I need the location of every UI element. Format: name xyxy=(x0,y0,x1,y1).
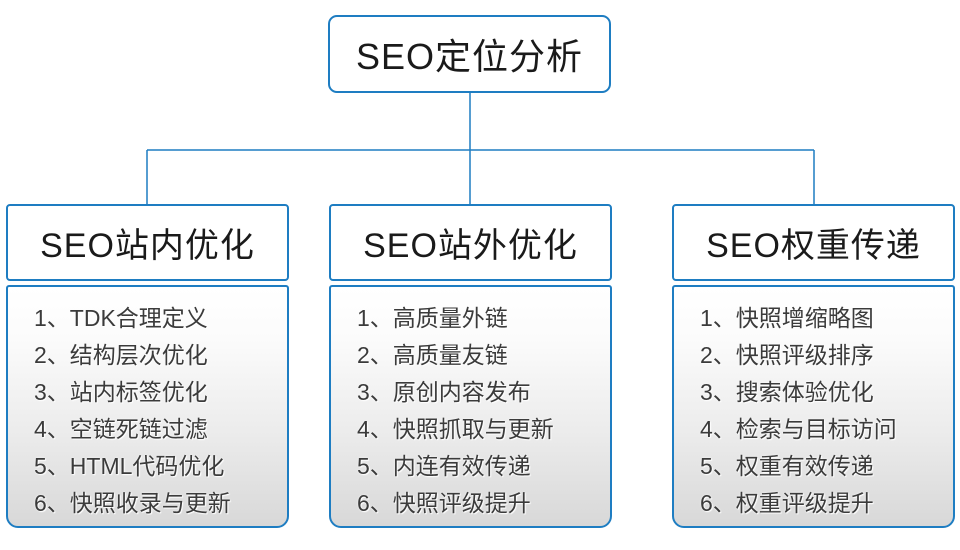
column-header-weight: SEO权重传递 xyxy=(672,204,955,281)
list-item: 4、检索与目标访问 xyxy=(700,416,897,442)
list-item: 2、快照评级排序 xyxy=(700,342,874,368)
column-header-label: SEO站内优化 xyxy=(40,227,255,265)
column-onsite-optimization: SEO站内优化 1、TDK合理定义 2、结构层次优化 3、站内标签优化 4、空链… xyxy=(6,204,289,528)
column-header-onsite: SEO站内优化 xyxy=(6,204,289,281)
root-node-label: SEO定位分析 xyxy=(355,36,584,77)
column-header-offsite: SEO站外优化 xyxy=(329,204,612,281)
root-node: SEO定位分析 xyxy=(328,15,611,93)
list-item: 3、搜索体验优化 xyxy=(700,379,874,405)
list-item: 6、权重评级提升 xyxy=(700,490,874,516)
column-header-label: SEO权重传递 xyxy=(706,227,921,265)
list-item: 3、原创内容发布 xyxy=(357,379,531,405)
list-item: 2、高质量友链 xyxy=(357,342,508,368)
list-item: 1、TDK合理定义 xyxy=(34,305,208,331)
list-item: 3、站内标签优化 xyxy=(34,379,208,405)
list-item: 6、快照评级提升 xyxy=(357,490,531,516)
column-header-label: SEO站外优化 xyxy=(363,227,578,265)
list-item: 1、高质量外链 xyxy=(357,305,508,331)
list-item: 2、结构层次优化 xyxy=(34,342,208,368)
list-item: 5、HTML代码优化 xyxy=(34,453,225,479)
list-item: 5、内连有效传递 xyxy=(357,453,531,479)
column-list-weight: 1、快照增缩略图 2、快照评级排序 3、搜索体验优化 4、检索与目标访问 5、权… xyxy=(672,285,955,528)
list-item: 6、快照收录与更新 xyxy=(34,490,231,516)
column-weight-transfer: SEO权重传递 1、快照增缩略图 2、快照评级排序 3、搜索体验优化 4、检索与… xyxy=(672,204,955,528)
column-list-offsite: 1、高质量外链 2、高质量友链 3、原创内容发布 4、快照抓取与更新 5、内连有… xyxy=(329,285,612,528)
list-item: 4、快照抓取与更新 xyxy=(357,416,554,442)
column-list-onsite: 1、TDK合理定义 2、结构层次优化 3、站内标签优化 4、空链死链过滤 5、H… xyxy=(6,285,289,528)
list-item: 5、权重有效传递 xyxy=(700,453,874,479)
list-item: 4、空链死链过滤 xyxy=(34,416,208,442)
column-offsite-optimization: SEO站外优化 1、高质量外链 2、高质量友链 3、原创内容发布 4、快照抓取与… xyxy=(329,204,612,528)
list-item: 1、快照增缩略图 xyxy=(700,305,874,331)
